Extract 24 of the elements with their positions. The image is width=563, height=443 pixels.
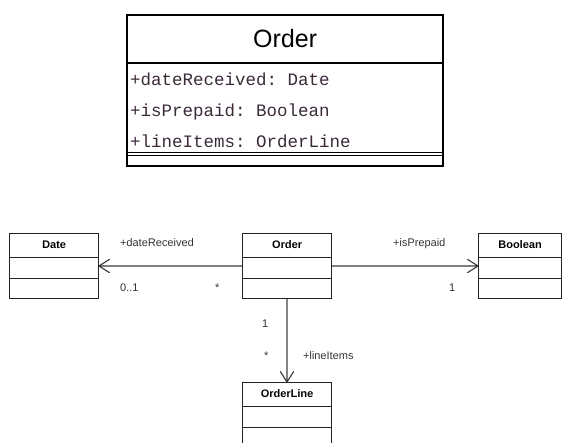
multiplicity-label: *	[215, 282, 220, 295]
role-label: +lineItems	[303, 350, 354, 363]
multiplicity-label: 1	[262, 318, 268, 331]
class-name: OrderLine	[260, 388, 314, 400]
class-name: Order	[272, 239, 302, 251]
class-box	[126, 14, 444, 167]
class-box	[242, 382, 332, 443]
multiplicity-label: 1	[449, 282, 456, 295]
multiplicity-label: 0..1	[120, 282, 138, 295]
class-name: Boolean	[498, 239, 542, 251]
attribute-text: +isPrepaid: Boolean	[130, 101, 331, 124]
role-label: +isPrepaid	[393, 237, 446, 250]
attribute-text: +lineItems: OrderLine	[130, 132, 352, 155]
multiplicity-label: *	[264, 350, 268, 363]
association-arrow	[279, 299, 295, 383]
association-arrow	[98, 258, 242, 274]
association-arrow	[332, 258, 479, 274]
class-box	[478, 233, 562, 299]
class-box	[242, 233, 332, 299]
role-label: +dateReceived	[120, 237, 194, 250]
class-name: Date	[42, 239, 66, 251]
class-box	[9, 233, 99, 299]
attribute-text: +dateReceived: Date	[130, 70, 331, 93]
class-name: Order	[253, 25, 317, 53]
